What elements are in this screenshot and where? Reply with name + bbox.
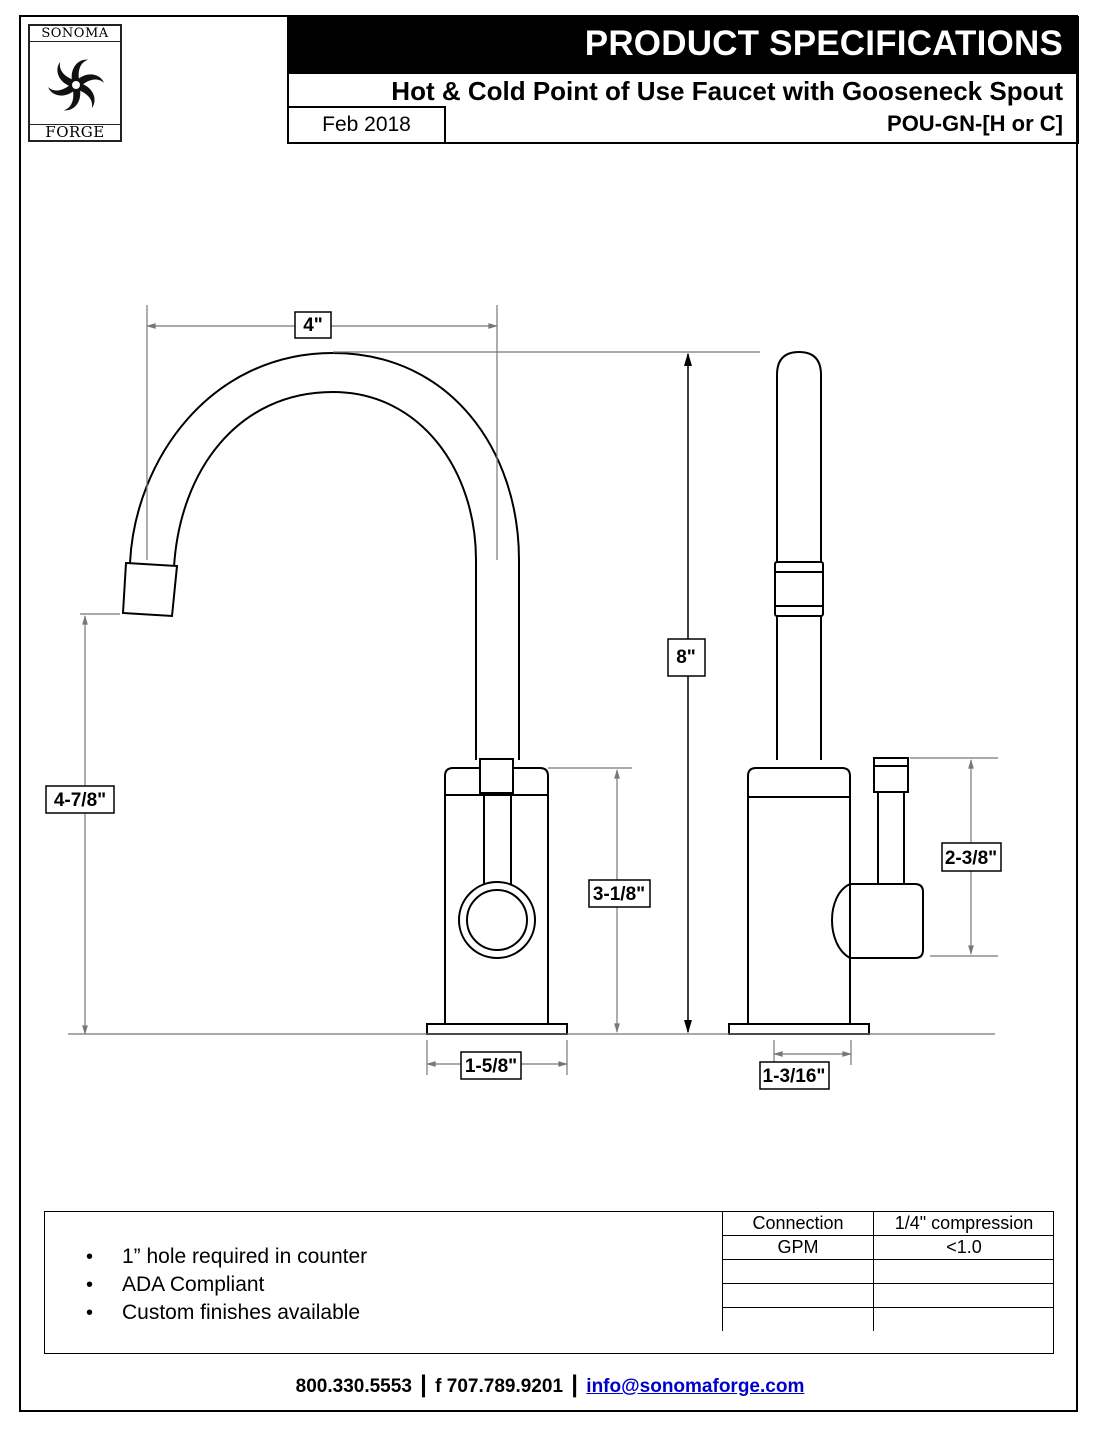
page-title: PRODUCT SPECIFICATIONS [584,24,1063,63]
dim-label-4: 4" [294,311,332,339]
dim-label-4-7-8: 4-7/8" [45,785,115,814]
front-view [121,351,568,1035]
dim-label-1-5-8: 1-5/8" [460,1051,522,1080]
logo-bottom-text: FORGE [30,124,120,140]
table-cell: 1/4" compression [873,1212,1054,1236]
table-cell [722,1259,874,1284]
table-row [722,1307,1054,1331]
dim-text-body-height: 3-1/8" [593,884,645,905]
feature-list: 1” hole required in counter ADA Complian… [78,1243,367,1327]
dim-label-1-3-16: 1-3/16" [759,1061,830,1090]
spec-table: Connection 1/4" compression GPM <1.0 [722,1212,1054,1331]
header-box: Hot & Cold Point of Use Faucet with Goos… [287,74,1079,144]
swirl-logo-icon [48,59,104,111]
footer-fax: f 707.789.9201 [435,1376,564,1397]
dim-text-handle-height: 2-3/8" [945,848,997,869]
dim-label-2-3-8: 2-3/8" [941,842,1002,872]
footer-contact: 800.330.5553 | f 707.789.9201 | info@son… [0,1371,1100,1399]
table-cell [722,1283,874,1308]
email-link[interactable]: info@sonomaforge.com [586,1376,805,1397]
logo-top-text: SONOMA [30,26,120,42]
dim-text-spout-reach: 4" [303,315,323,336]
table-cell [873,1307,1054,1331]
dim-text-overall-height: 8" [676,647,696,668]
table-cell: GPM [722,1235,874,1260]
footer-separator: | [420,1371,427,1398]
table-cell [873,1259,1054,1284]
table-row [722,1283,1054,1308]
feature-item: Custom finishes available [78,1299,367,1327]
dim-text-base-width-front: 1-5/8" [465,1056,517,1077]
footer-phone: 800.330.5553 [295,1376,412,1397]
table-cell: <1.0 [873,1235,1054,1260]
table-row: Connection 1/4" compression [722,1212,1054,1236]
table-cell: Connection [722,1212,874,1236]
model-number: POU-GN-[H or C] [887,111,1063,136]
title-bar: PRODUCT SPECIFICATIONS [287,16,1079,74]
side-view [728,350,924,1035]
front-dimensions [68,305,760,1075]
table-cell [722,1307,874,1331]
table-row [722,1259,1054,1284]
dim-label-3-1-8: 3-1/8" [588,879,651,908]
product-subtitle: Hot & Cold Point of Use Faucet with Goos… [391,76,1063,106]
dim-label-8: 8" [667,638,706,677]
dim-text-base-width-side: 1-3/16" [763,1066,826,1087]
table-row: GPM <1.0 [722,1235,1054,1260]
sonoma-forge-logo: SONOMA FORGE [28,24,122,142]
feature-item: ADA Compliant [78,1271,367,1299]
table-cell [873,1283,1054,1308]
dim-text-spout-height: 4-7/8" [54,790,106,811]
side-dimensions [720,757,998,1065]
footer-separator: | [571,1371,579,1398]
faucet-drawing: 4" 8" 4-7/8" 3-1/8" 1-5/8" 1-3/16" 2-3/8… [45,305,1002,1090]
date-cell: Feb 2018 [289,106,446,142]
feature-item: 1” hole required in counter [78,1243,367,1271]
